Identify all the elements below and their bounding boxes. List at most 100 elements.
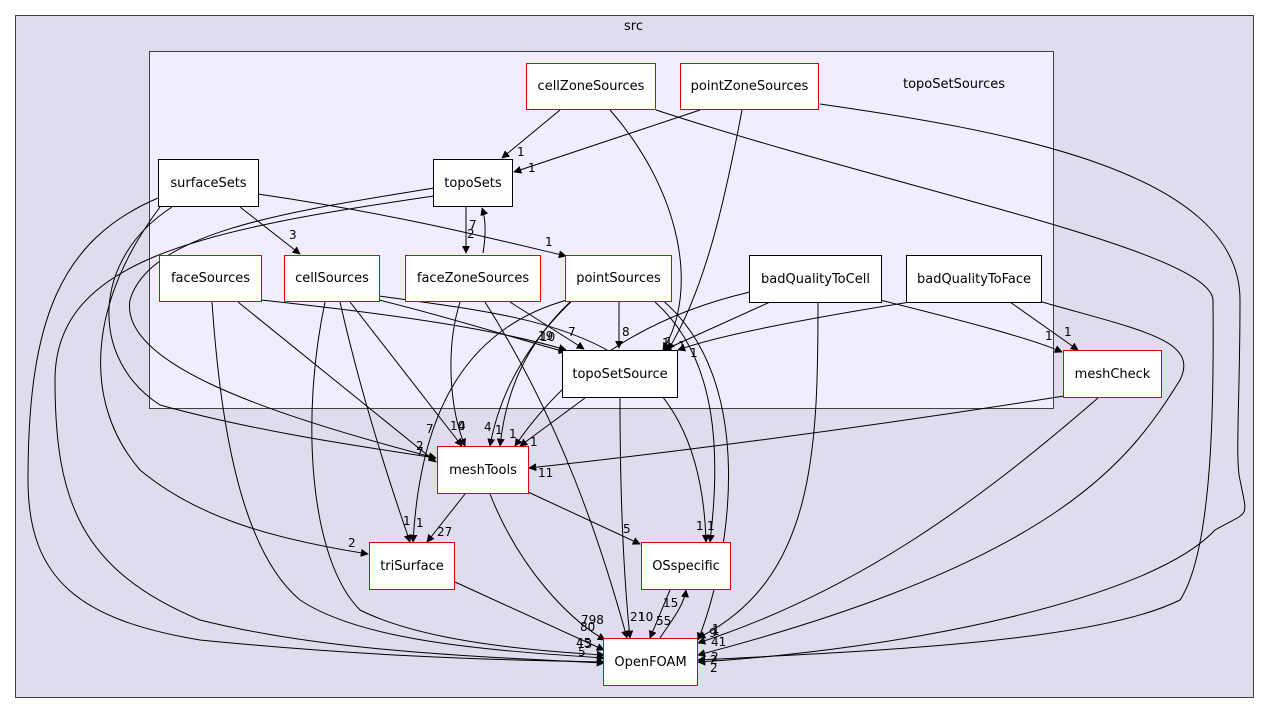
edge-openfoam-osspecific xyxy=(659,589,690,639)
edge-pointsources-meshtools-b xyxy=(496,301,571,447)
edge-label-meshtools-trisurface: 27 xyxy=(437,525,452,539)
edge-label-meshtools-openfoam: 798 xyxy=(581,613,604,627)
edge-badqualitytoface-openfoam xyxy=(697,301,1185,658)
edge-label-pointsources-meshtools-a: 4 xyxy=(458,419,466,433)
cluster-src-label: src xyxy=(624,19,643,34)
edge-pzs-toposets xyxy=(513,109,701,174)
edge-label-badqualitytocell-meshcheck: 1 xyxy=(1045,329,1053,343)
edge-label-pointsources-trisurface: 1 xyxy=(416,516,424,530)
edge-cellsources-meshtools xyxy=(349,301,463,447)
edge-surfacesets-openfoam xyxy=(27,197,605,666)
edge-label-meshtools-osspecific: 5 xyxy=(623,522,631,536)
node-meshtools[interactable]: meshTools xyxy=(437,446,529,494)
edge-badqualitytocell-toposetsource xyxy=(663,301,771,351)
edge-label-pointsources-meshtools-b: 1 xyxy=(509,427,517,441)
edge-facesources-meshtools xyxy=(237,301,437,463)
edge-label-cellsources-openfoam: 13 xyxy=(577,637,592,651)
edge-badqualitytoface-toposetsource xyxy=(677,301,911,352)
edge-cellsources-osspecific xyxy=(378,295,710,543)
edge-pzs-openfoam xyxy=(697,103,1246,666)
edge-facesources-openfoam xyxy=(211,301,605,662)
edge-label-trisurface-openfoam: 80 xyxy=(580,620,595,634)
edge-toposets-meshtools xyxy=(129,187,437,461)
edge-label-meshcheck-meshtools: 11 xyxy=(538,466,553,480)
node-toposets[interactable]: topoSets xyxy=(433,159,513,207)
edge-label-surfacesets-meshtools: 2 xyxy=(416,439,424,453)
node-meshcheck[interactable]: meshCheck xyxy=(1063,350,1162,398)
edge-label-pzs-openfoam: 2 xyxy=(710,661,718,675)
edge-meshtools-openfoam xyxy=(489,493,606,641)
edge-label-pointsources-openfoam: 9 xyxy=(709,626,717,640)
edge-label-surfacesets-pointsources: 1 xyxy=(545,235,553,249)
edge-osspecific-openfoam xyxy=(649,589,671,639)
node-openfoam[interactable]: OpenFOAM xyxy=(603,638,698,686)
node-trisurface[interactable]: triSurface xyxy=(369,542,455,590)
edge-badqualitytoface-meshcheck xyxy=(1009,301,1079,351)
edge-cellsources-toposetsource xyxy=(378,299,567,355)
node-facesources[interactable]: faceSources xyxy=(159,255,262,302)
edge-label-facesources-openfoam: 45 xyxy=(576,636,591,650)
edge-label-facesources-toposetsource: 19 xyxy=(538,329,553,343)
node-pointsources[interactable]: pointSources xyxy=(565,255,672,302)
edge-label-pointsources-osspecific: 1 xyxy=(707,519,715,533)
edge-pointsources-openfoam xyxy=(659,297,729,641)
edge-badqualitytocell-openfoam xyxy=(697,301,819,639)
edge-czs-openfoam xyxy=(655,109,1214,664)
edge-toposetsource-meshtools xyxy=(519,397,586,447)
node-cellzonesources[interactable]: cellZoneSources xyxy=(526,63,656,110)
edge-label-badqualitytoface-meshcheck: 1 xyxy=(1064,325,1072,339)
edge-label-cellsources-trisurface: 1 xyxy=(403,514,411,528)
edge-label-badqualitytoface-toposetsource: 1 xyxy=(690,346,698,360)
node-surfacesets[interactable]: surfaceSets xyxy=(158,159,259,207)
edge-facezonesources-openfoam xyxy=(484,301,629,639)
edge-label-facezonesources-openfoam: 21 xyxy=(630,610,645,624)
edge-pzs-toposetsource xyxy=(667,109,743,351)
edge-label-facesources-meshtools: 7 xyxy=(426,422,434,436)
edge-label-meshcheck-openfoam: 41 xyxy=(711,635,726,649)
edge-pointsources-osspecific xyxy=(654,301,716,543)
edge-trisurface-openfoam xyxy=(454,581,605,651)
node-badqualitytoface[interactable]: badQualityToFace xyxy=(906,255,1042,303)
edge-meshtools-trisurface xyxy=(426,493,466,543)
edge-pointsources-meshtools-a xyxy=(487,297,576,447)
edge-meshcheck-meshtools xyxy=(528,395,1065,472)
edge-label-badqualitytocell-openfoam: 1 xyxy=(712,624,720,638)
node-toposetsource[interactable]: topoSetSource xyxy=(562,350,678,398)
edge-facezonesources-meshtools xyxy=(450,301,466,447)
edge-label-surfacesets-cellsources: 3 xyxy=(289,228,297,242)
edge-label-badqualitytoface-openfoam: 2 xyxy=(711,650,719,664)
edge-label-toposetsource-openfoam: 10 xyxy=(638,610,653,624)
edge-label-facezonesources-meshtools: 4 xyxy=(484,420,492,434)
edge-meshcheck-openfoam xyxy=(697,397,1099,645)
edge-surfacesets-pointsources xyxy=(257,193,567,259)
edge-toposetsource-openfoam xyxy=(619,397,634,639)
node-cellsources[interactable]: cellSources xyxy=(284,255,380,302)
edge-label-toposets-openfoam: 1 xyxy=(712,622,720,636)
node-badqualitytocell[interactable]: badQualityToCell xyxy=(749,255,882,303)
edge-label-pointsources-toposetsource: 8 xyxy=(622,325,630,339)
edge-label-cellsources-osspecific: 1 xyxy=(696,519,704,533)
edge-meshtools-osspecific xyxy=(527,491,641,545)
edge-label-badqualitytocell-meshtools: 1 xyxy=(495,423,503,437)
edge-label-osspecific-openfoam: 55 xyxy=(656,614,671,628)
node-osspecific[interactable]: OSspecific xyxy=(641,542,731,590)
edge-label-surfacesets-trisurface: 2 xyxy=(348,536,356,550)
edge-label-cellsources-toposetsource: 10 xyxy=(540,330,555,344)
edge-czs-toposetsource xyxy=(609,109,682,351)
edge-label-pzs-toposetsource: 1 xyxy=(678,339,686,353)
edge-surfacesets-trisurface xyxy=(100,206,369,557)
node-pointzonesources[interactable]: pointZoneSources xyxy=(680,63,819,110)
edge-label-czs-toposetsource: 1 xyxy=(665,335,673,349)
edge-label-facezonesources-toposetsource: 7 xyxy=(568,325,576,339)
cluster-toposetsources-label: topoSetSources xyxy=(903,77,1006,92)
edge-label-badqualitytocell-toposetsource: 1 xyxy=(662,336,670,350)
cluster-toposetsources[interactable] xyxy=(149,51,1054,409)
edge-cellsources-openfoam xyxy=(311,301,605,659)
edge-label-openfoam-osspecific: 15 xyxy=(663,596,678,610)
edge-label-toposetsource-meshtools: 1 xyxy=(530,435,538,449)
node-facezonesources[interactable]: faceZoneSources xyxy=(405,255,541,302)
edge-label-czs-openfoam: 2 xyxy=(710,653,718,667)
edge-cellsources-trisurface xyxy=(339,301,412,543)
